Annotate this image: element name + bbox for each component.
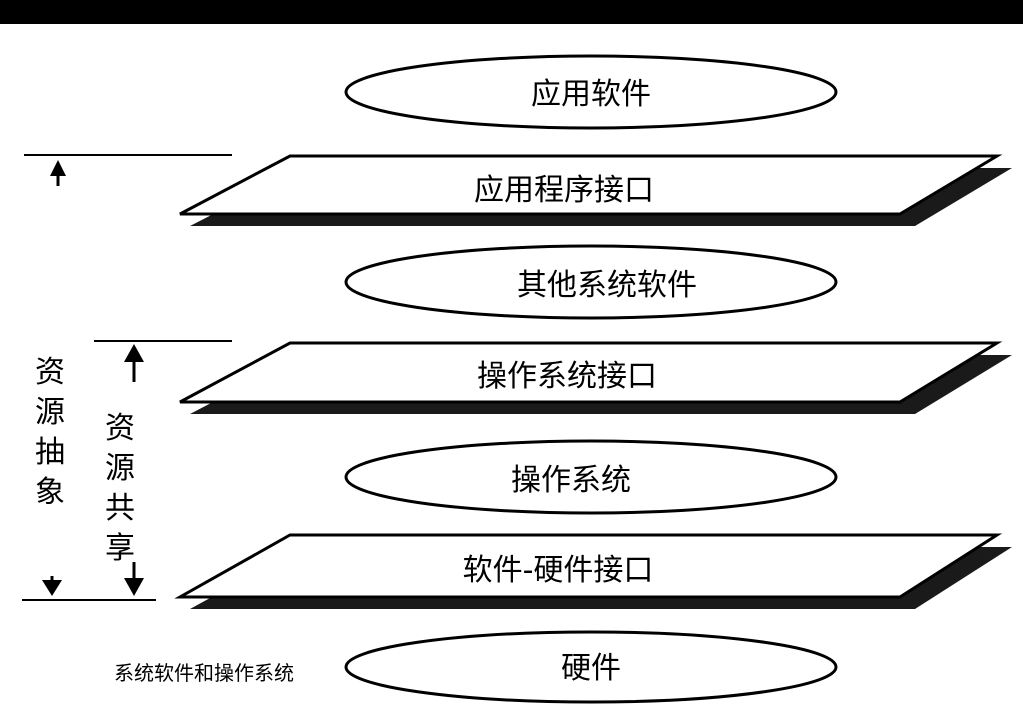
arrow-up-icon	[124, 344, 144, 362]
layer-application-software: 应用软件	[344, 54, 838, 130]
sharing-char: 共	[105, 491, 135, 526]
arrow-down-icon	[42, 580, 62, 596]
sharing-char: 源	[105, 451, 135, 486]
resource-sharing-bracket: 资 源 共 享	[94, 340, 232, 596]
sharing-char: 资	[105, 411, 135, 446]
layer-label: 操作系统接口	[477, 359, 657, 394]
layer-other-system-software: 其他系统软件	[344, 244, 838, 320]
ellipse-shape	[344, 54, 838, 130]
ellipse-shape	[344, 630, 838, 704]
layer-label: 软件-硬件接口	[463, 553, 654, 588]
layer-os-interface: 操作系统接口	[179, 341, 1012, 414]
resource-abstraction-bracket: 资 源 抽 象	[22, 154, 232, 601]
ellipse-shape	[344, 244, 838, 320]
plane-shape	[179, 154, 1003, 216]
abstraction-char: 抽	[35, 435, 65, 470]
layer-label: 硬件	[561, 651, 621, 686]
arrow-up-icon	[50, 160, 66, 176]
ellipse-shape	[344, 439, 838, 515]
arrow-down-icon	[124, 578, 144, 596]
layer-label: 操作系统	[511, 463, 631, 498]
layer-application-program-interface: 应用程序接口	[179, 154, 1012, 226]
diagram-caption: 系统软件和操作系统	[114, 661, 294, 685]
plane-shape	[174, 533, 1003, 599]
abstraction-char: 资	[35, 355, 65, 390]
abstraction-char: 源	[35, 395, 65, 430]
layer-label: 应用程序接口	[474, 173, 654, 208]
layer-software-hardware-interface: 软件-硬件接口	[174, 533, 1012, 609]
layer-operating-system: 操作系统	[344, 439, 838, 515]
plane-shape	[179, 341, 1003, 404]
top-black-bar	[0, 0, 1023, 24]
layer-hardware: 硬件	[344, 630, 838, 704]
layer-label: 应用软件	[531, 77, 651, 112]
sharing-char: 享	[105, 531, 135, 566]
layer-label: 其他系统软件	[517, 268, 697, 303]
abstraction-char: 象	[35, 475, 65, 510]
